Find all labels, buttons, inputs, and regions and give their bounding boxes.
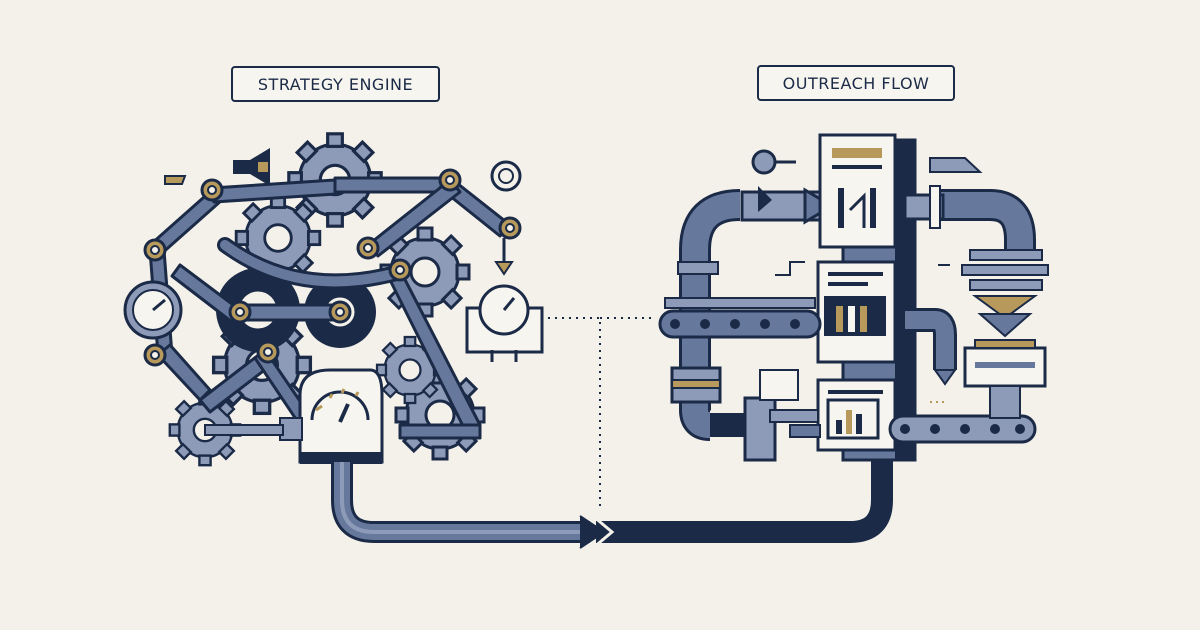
document-icon	[818, 133, 897, 249]
outreach-flow-label: OUTREACH FLOW	[757, 65, 955, 101]
document-icon	[816, 378, 897, 452]
strategy-engine-machine	[123, 132, 544, 467]
pipe-icon	[331, 440, 893, 543]
bar-chart-icon	[836, 306, 867, 332]
conveyor-icon	[658, 297, 822, 339]
dotted-connector	[548, 317, 655, 506]
gauge-icon	[279, 368, 384, 464]
outreach-flow-machine	[658, 133, 1049, 462]
gauge-icon	[123, 280, 183, 340]
bar-chart-icon	[826, 398, 880, 440]
conveyor-icon	[888, 414, 1037, 444]
strategy-engine-label: STRATEGY ENGINE	[231, 66, 440, 102]
gauge-icon	[465, 284, 544, 362]
document-icon	[816, 260, 897, 364]
arrow-icon	[579, 514, 615, 550]
